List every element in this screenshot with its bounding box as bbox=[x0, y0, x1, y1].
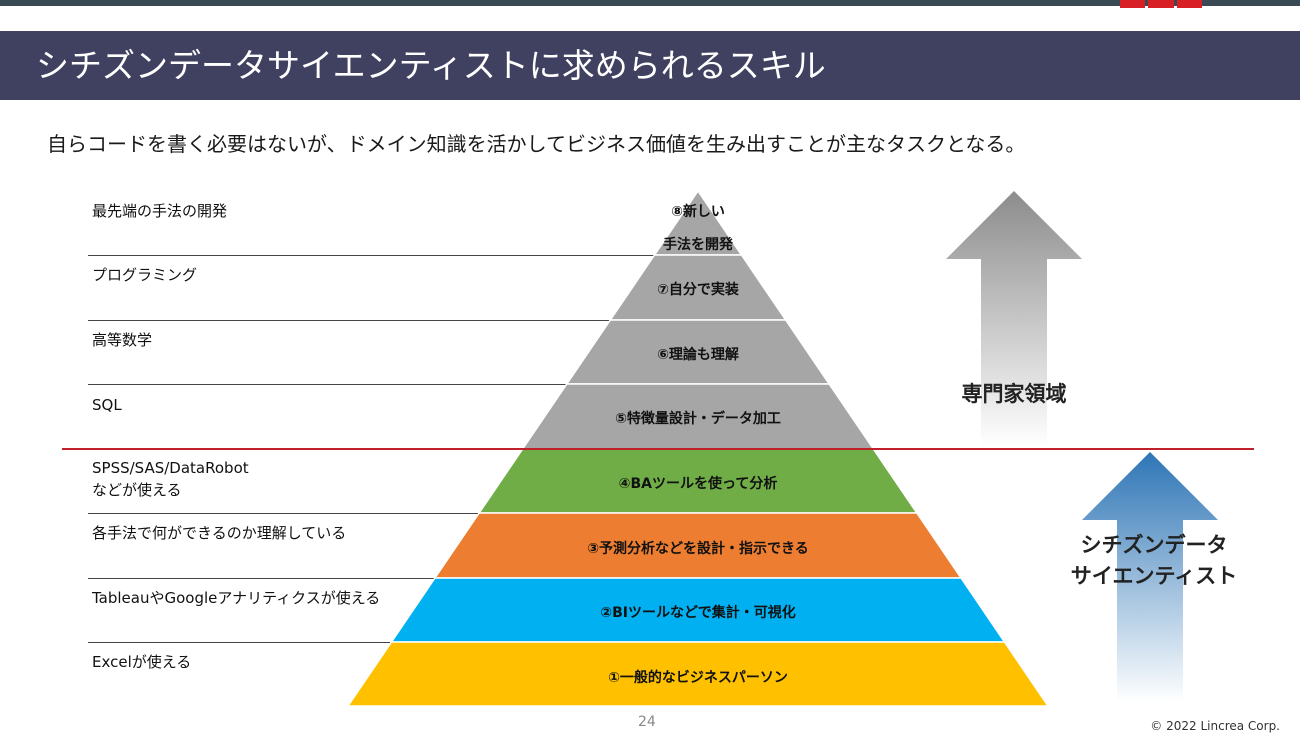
skill-separator bbox=[88, 255, 654, 256]
pyramid-tier-1 bbox=[346, 641, 1050, 707]
skill-label-2: TableauやGoogleアナリティクスが使える bbox=[92, 589, 381, 607]
skill-separator bbox=[88, 642, 390, 643]
skill-label-1: Excelが使える bbox=[92, 653, 192, 671]
skill-label-4: SPSS/SAS/DataRobot などが使える bbox=[92, 459, 249, 499]
tier-label-2: ②BIツールなどで集計・可視化 bbox=[600, 605, 796, 621]
tier-label-5: ⑤特徴量設計・データ加工 bbox=[615, 411, 781, 427]
skill-label-8: 最先端の手法の開発 bbox=[92, 202, 228, 220]
skill-separator bbox=[88, 320, 610, 321]
skill-separator bbox=[88, 513, 478, 514]
skill-separator bbox=[88, 384, 566, 385]
expert-domain-label: 専門家領域 bbox=[961, 382, 1067, 406]
slide-subtitle: 自らコードを書く必要はないが、ドメイン知識を活かしてビジネス価値を生み出すことが… bbox=[47, 132, 1026, 156]
tier-label-6: ⑥理論も理解 bbox=[657, 347, 739, 363]
citizen-arrow-up-icon bbox=[1082, 452, 1218, 702]
skill-label-7: プログラミング bbox=[92, 266, 198, 284]
title-bar: シチズンデータサイエンティストに求められるスキル bbox=[0, 31, 1300, 100]
expert-arrow-up-icon bbox=[946, 191, 1082, 446]
slide-title: シチズンデータサイエンティストに求められるスキル bbox=[36, 46, 826, 85]
page-number: 24 bbox=[638, 714, 656, 730]
tier-label-8: ⑧新しい 手法を開発 bbox=[663, 204, 733, 253]
tier-label-3: ③予測分析などを設計・指示できる bbox=[587, 541, 809, 557]
top-strip bbox=[0, 0, 1300, 6]
skill-separator bbox=[88, 578, 434, 579]
tier-label-7: ⑦自分で実装 bbox=[657, 282, 739, 298]
skill-label-6: 高等数学 bbox=[92, 331, 153, 349]
skill-label-3: 各手法で何ができるのか理解している bbox=[92, 524, 347, 542]
copyright: © 2022 Lincrea Corp. bbox=[1150, 719, 1280, 733]
tier-label-4: ④BAツールを使って分析 bbox=[618, 476, 778, 492]
expert-boundary-line bbox=[62, 448, 1254, 450]
skill-label-5: SQL bbox=[92, 396, 122, 414]
citizen-data-scientist-label: シチズンデータ サイエンティスト bbox=[1070, 533, 1238, 588]
tier-label-1: ①一般的なビジネスパーソン bbox=[608, 670, 788, 686]
brand-logo-marks bbox=[1120, 0, 1202, 8]
